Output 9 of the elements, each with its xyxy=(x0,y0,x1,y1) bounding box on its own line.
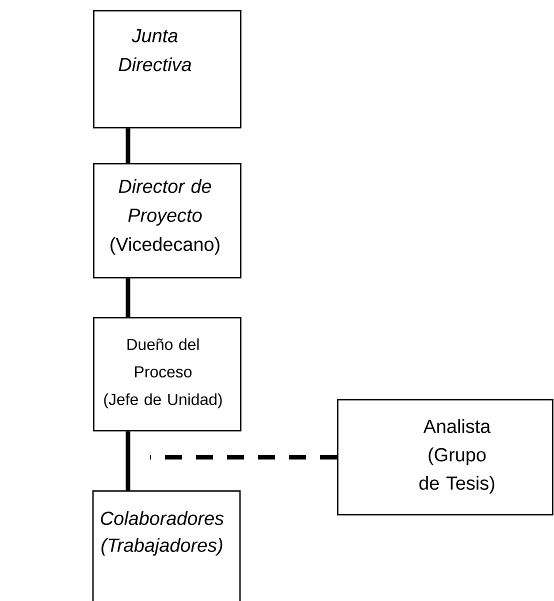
org-box: Junta Directiva xyxy=(93,10,242,128)
connector-line xyxy=(126,128,130,163)
org-box: Director de Proyecto (Vicedecano) xyxy=(93,163,242,278)
connector-line xyxy=(126,278,130,317)
org-box: Dueño del Proceso (Jefe de Unidad) xyxy=(93,317,242,432)
connector-line xyxy=(126,431,130,491)
org-box: Colaboradores (Trabajadores) xyxy=(92,490,241,601)
dashed-connector xyxy=(150,454,337,460)
org-box: Analista (Grupo de Tesis) xyxy=(337,399,554,516)
